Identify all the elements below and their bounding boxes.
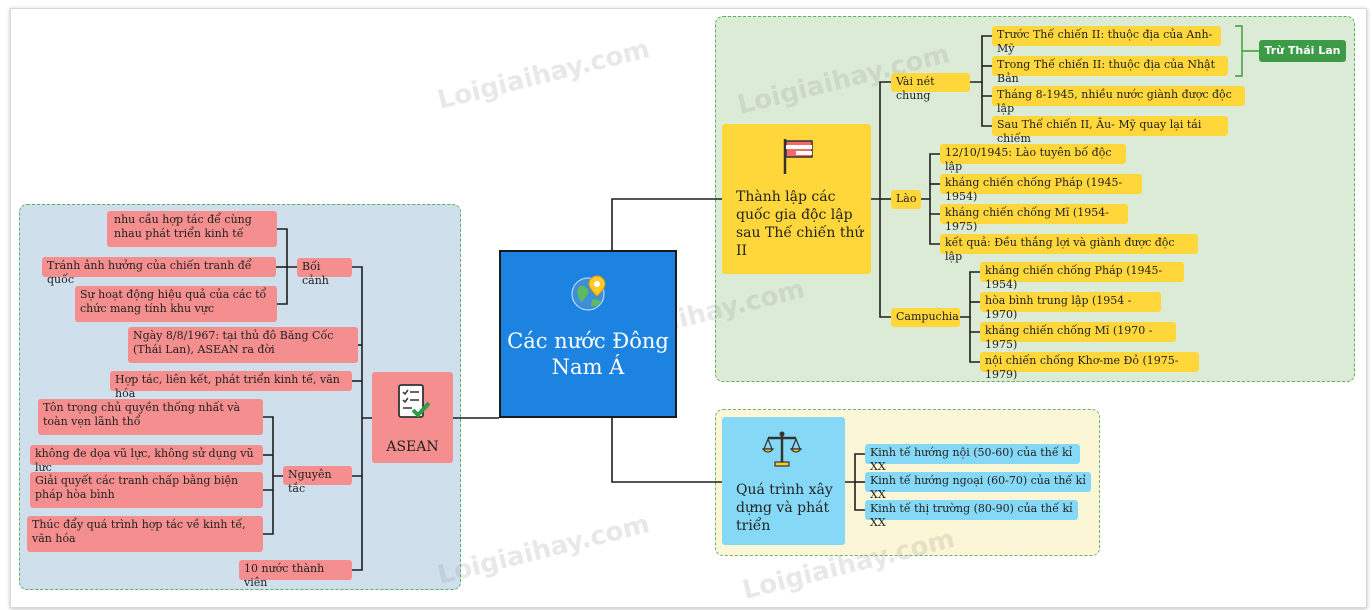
principle-item[interactable]: Giải quyết các tranh chấp bằng biện pháp… — [30, 472, 263, 508]
development-item[interactable]: Kinh tế thị trường (80-90) của thế kỉ XX — [865, 500, 1078, 529]
development-topic[interactable]: Quá trình xây dựng và phát triển — [722, 417, 845, 545]
laos-node[interactable]: Lào — [891, 190, 921, 209]
development-item[interactable]: Kinh tế hướng nội (50-60) của thế kỉ XX — [865, 444, 1080, 473]
principles-node[interactable]: Nguyên tắc — [283, 466, 352, 495]
general-item[interactable]: Tháng 8-1945, nhiều nước giành được độc … — [992, 86, 1245, 115]
central-topic-title: Các nước Đông Nam Á — [507, 329, 669, 379]
context-item[interactable]: Sự hoạt động hiệu quả của các tổ chức ma… — [75, 286, 277, 322]
context-node[interactable]: Bối cảnh — [297, 258, 352, 287]
context-item[interactable]: Tránh ảnh hưởng của chiến tranh để quốc — [42, 257, 276, 286]
laos-item[interactable]: kết quả: Đều thắng lợi và giành được độc… — [940, 234, 1198, 263]
principle-item[interactable]: không đe dọa vũ lực, không sử dụng vũ lự… — [30, 445, 263, 474]
cambodia-item[interactable]: kháng chiến chống Pháp (1945-1954) — [980, 262, 1184, 291]
cambodia-item[interactable]: kháng chiến chống Mĩ (1970 - 1975) — [980, 322, 1176, 351]
cambodia-item[interactable]: nội chiến chống Khơ-me Đỏ (1975-1979) — [980, 352, 1199, 381]
principle-item[interactable]: Tôn trọng chủ quyền thống nhất và toàn v… — [38, 399, 263, 435]
globe-location-icon — [571, 275, 606, 311]
development-topic-title: Quá trình xây dựng và phát triển — [736, 482, 833, 534]
general-node[interactable]: Vài nét chung — [891, 73, 970, 102]
checklist-icon — [398, 384, 431, 418]
independence-topic[interactable]: Thành lập các quốc gia độc lập sau Thế c… — [722, 124, 871, 274]
independence-topic-title: Thành lập các quốc gia độc lập sau Thế c… — [736, 189, 864, 259]
asean-topic-title: ASEAN — [386, 439, 439, 455]
general-item[interactable]: Trước Thế chiến II: thuộc địa của Anh-Mỹ — [992, 26, 1221, 55]
context-item[interactable]: nhu cầu hợp tác để cùng nhau phát triển … — [107, 211, 277, 247]
laos-item[interactable]: kháng chiến chống Mĩ (1954-1975) — [940, 204, 1128, 233]
asean-topic[interactable]: ASEAN — [372, 372, 453, 463]
goal-node[interactable]: Hợp tác, liên kết, phát triển kinh tế, v… — [110, 371, 352, 400]
except-thailand-tag[interactable]: Trừ Thái Lan — [1259, 40, 1346, 62]
general-item[interactable]: Trong Thế chiến II: thuộc địa của Nhật B… — [992, 56, 1228, 85]
founding-node[interactable]: Ngày 8/8/1967: tại thủ đô Băng Cốc (Thái… — [128, 327, 358, 363]
balance-scale-icon — [762, 431, 802, 467]
laos-item[interactable]: 12/10/1945: Lào tuyên bố độc lập — [940, 144, 1126, 173]
central-topic[interactable]: Các nước Đông Nam Á — [499, 250, 677, 418]
principle-item[interactable]: Thúc đẩy quá trình hợp tác về kinh tế, v… — [27, 516, 263, 552]
laos-item[interactable]: kháng chiến chống Pháp (1945-1954) — [940, 174, 1142, 203]
cambodia-item[interactable]: hòa bình trung lập (1954 - 1970) — [980, 292, 1161, 321]
development-item[interactable]: Kinh tế hướng ngoại (60-70) của thế kỉ X… — [865, 472, 1091, 501]
cambodia-node[interactable]: Campuchia — [891, 308, 960, 327]
general-item[interactable]: Sau Thế chiến II, Âu- Mỹ quay lại tái ch… — [992, 116, 1228, 145]
flag-icon — [783, 139, 813, 174]
members-node[interactable]: 10 nước thành viên — [239, 560, 352, 589]
